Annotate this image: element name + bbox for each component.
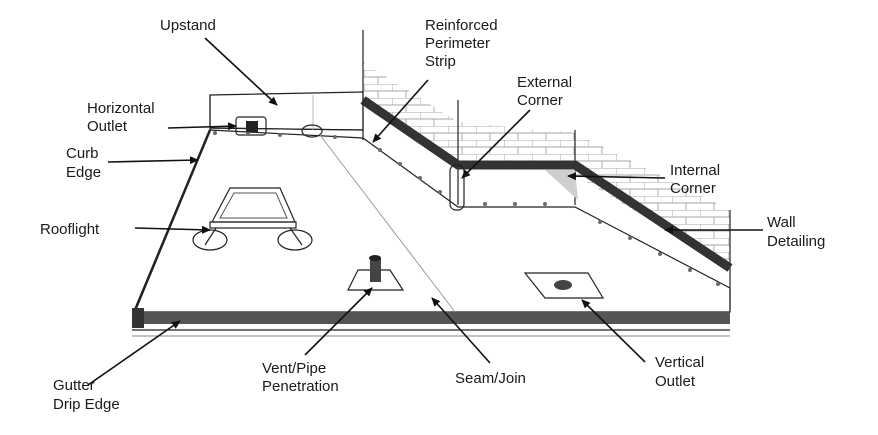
label-horizontal-outlet: Horizontal Outlet [87, 100, 159, 135]
upstand-box [209, 91, 364, 131]
roof-deck [134, 129, 731, 313]
upstand-outlet-ring [301, 124, 323, 138]
curb-edge-line [133, 129, 212, 311]
label-external-corner: External Corner [517, 74, 576, 109]
label-curb-edge: Curb Edge [66, 145, 103, 181]
label-internal-corner: Internal Corner [670, 162, 724, 197]
vent-pipe-shape [347, 255, 405, 291]
label-vent-pipe-penetration: Vent/Pipe Penetration [262, 360, 339, 395]
external-corner-pipe [449, 164, 465, 211]
label-wall-detailing: Wall Detailing [767, 214, 825, 250]
label-upstand: Upstand [160, 17, 216, 34]
internal-corner-shade [545, 170, 578, 200]
gutter-drip-edge [132, 308, 730, 337]
wall-membrane-band [360, 96, 733, 272]
seam-line [319, 134, 456, 313]
leader-lines [87, 37, 763, 386]
label-gutter-drip-edge: Gutter Drip Edge [53, 377, 120, 413]
label-seam-join: Seam/Join [455, 370, 526, 387]
rooflight-shape [192, 187, 313, 251]
perimeter-fixings [213, 131, 720, 286]
label-vertical-outlet: Vertical Outlet [655, 354, 708, 390]
label-rooflight: Rooflight [40, 221, 100, 238]
vertical-outlet-shape [523, 272, 605, 299]
label-reinforced-perimeter-strip: Reinforced Perimeter Strip [425, 17, 502, 70]
